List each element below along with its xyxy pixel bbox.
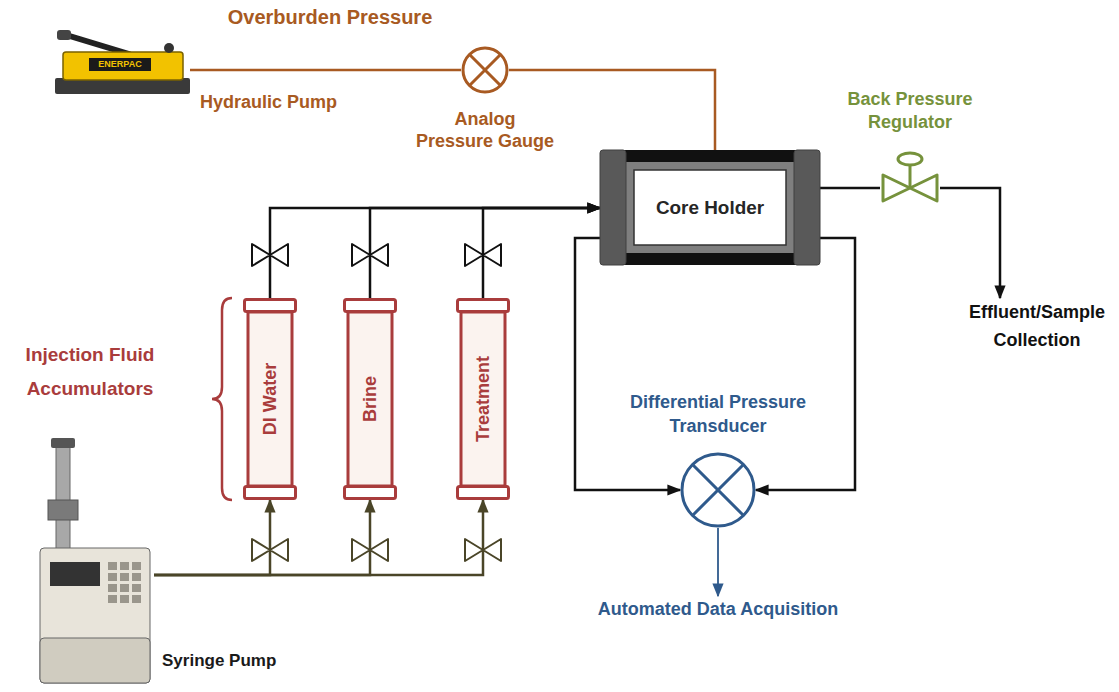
back-pressure-regulator: Back Pressure Regulator [880,150,940,204]
bpr-outline [880,150,940,204]
node-text: Effluent/Sample Collection [959,298,1115,354]
accumulator-cap [345,300,396,312]
gauge-outline [461,46,509,94]
accumulator-cap [345,487,396,499]
fluid-accumulator: Treatment [456,298,510,500]
pump-key [108,584,117,592]
node-text: Analog Pressure Gauge [415,108,556,152]
feed-line [154,500,370,575]
gauge-circle [463,48,507,92]
end-cap [600,150,626,265]
flow-line [940,188,1000,298]
sleeve-bar [620,150,800,162]
valve-symbol [465,244,501,266]
pressure-tap-line [575,238,680,490]
pressure-tap-line [756,238,855,490]
pump-key [132,573,141,581]
accumulator-cap [245,487,296,499]
node-text: Back Pressure Regulator [845,88,975,134]
node-text: Brine [343,298,397,500]
flow-line [370,208,600,298]
pump-key [108,562,117,570]
node-text: Core Holder [634,170,786,245]
valve-symbol [252,244,288,266]
fluid-accumulator: Brine [343,298,397,500]
core-holder: Core Holder [600,150,820,265]
feed-line [154,500,483,575]
label-holder: Overburden Pressure [180,4,480,30]
valve-symbol [252,539,501,561]
brand-text: ENERPAC [89,58,151,71]
core-sample-box [634,170,786,245]
accumulator-cap [458,300,509,312]
node-text: DI Water [243,298,297,500]
group-label: Injection Fluid Accumulators [10,338,170,406]
flow-line [270,208,600,298]
curly-bracket [212,298,232,500]
effluent-collection: Effluent/Sample Collection [959,298,1115,354]
data-acquisition: Automated Data Acquisition [583,596,853,622]
transducer-outline [680,452,756,528]
sleeve-bar [620,253,800,265]
valve-symbol [252,539,288,561]
pump-key [120,573,129,581]
gauge-cross [470,55,501,86]
accumulator-cap [458,487,509,499]
end-cap [794,150,820,265]
valve-symbol [352,539,388,561]
pump-body [63,52,183,80]
core-holder-frame [626,162,794,253]
syringe-top [51,438,75,448]
node-text: Hydraulic Pump [200,90,335,114]
label-holder: Injection Fluid Accumulators [10,338,170,406]
pressure-gauge: Analog Pressure Gauge [461,46,509,94]
pump-cap [164,43,174,53]
pump-key [120,562,129,570]
pump-front-panel [40,638,150,683]
pump-display [50,562,100,586]
fluid-accumulator: DI Water [243,298,297,500]
pump-keypad [108,562,141,603]
syringe-pump: Syringe Pump [36,438,154,688]
spump-outline [36,438,154,688]
pump-label-band [89,58,151,71]
transducer-cross [693,465,744,516]
valve-symbol [252,244,501,266]
node-text: Automated Data Acquisition [583,596,853,622]
valve-stem [909,165,912,188]
valve-symbol [465,539,501,561]
signal-line [717,528,719,596]
pressure-transducer: Differential Pressure Transducer [680,452,756,528]
pump-key [108,595,117,603]
pump-key [120,595,129,603]
node-text: Treatment [456,298,510,500]
line-title: Overburden Pressure [180,4,480,30]
pump-housing [40,548,150,683]
syringe-rod [56,444,70,550]
pump-key [120,584,129,592]
pump-handle-grip [57,30,71,40]
flow-line [820,187,880,190]
feed-line [154,500,270,575]
valve-body [883,175,937,201]
pump-key [108,573,117,581]
pump-key [132,595,141,603]
label-holder: ENERPAC [89,58,151,71]
node-text: Differential Pressure Transducer [618,390,818,438]
pump-handle [63,34,129,54]
node-text: Syringe Pump [162,650,280,672]
transducer-circle [682,454,754,526]
valve-handle [898,153,922,165]
pump-key [132,562,141,570]
syringe-carriage [48,500,78,520]
accumulator-cap [245,300,296,312]
hydraulic-line [190,69,461,72]
pump-key [132,584,141,592]
valve-symbol [352,244,388,266]
